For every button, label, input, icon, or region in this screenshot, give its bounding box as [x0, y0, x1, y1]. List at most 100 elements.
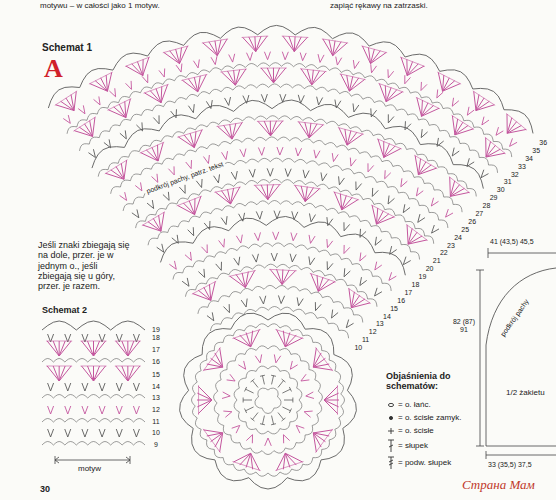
v-stitch	[446, 209, 453, 217]
chain-arc	[237, 246, 249, 251]
motif-bracket-line	[55, 456, 130, 464]
chain-arc	[145, 214, 155, 221]
chain-arc	[363, 270, 373, 277]
v-stitch	[240, 149, 246, 157]
shell-top	[220, 69, 246, 72]
row-number: 31	[504, 178, 512, 186]
post-stitch	[245, 387, 247, 391]
shell-top	[105, 160, 128, 174]
chain-arc	[99, 442, 110, 446]
chain-arc	[99, 419, 110, 423]
chain-arc	[301, 268, 313, 273]
chain-arc	[300, 289, 312, 294]
chain-arc	[65, 419, 76, 423]
shell-stitch	[421, 108, 439, 116]
shell-top	[449, 177, 470, 194]
shell-stitch	[190, 133, 194, 147]
v-stitch	[401, 178, 407, 186]
shell-stitch	[312, 71, 320, 85]
chain-arc	[315, 206, 326, 211]
chain-arc	[363, 198, 374, 204]
shell-stitch	[161, 212, 164, 231]
chain-arc	[158, 232, 168, 239]
v-stitch	[249, 169, 255, 177]
v-stitch	[344, 222, 350, 231]
chain-arc	[253, 265, 265, 269]
v-stitch	[327, 217, 333, 226]
chain-arc	[220, 370, 227, 380]
shell-stitch	[384, 149, 401, 158]
row-number: 25	[461, 226, 469, 234]
shell-stitch	[418, 168, 436, 174]
shell-stitch	[455, 129, 473, 135]
chain-arc	[313, 271, 325, 276]
shell-top	[322, 39, 348, 43]
chain-arc	[207, 440, 215, 450]
chain-arc	[301, 139, 313, 143]
chain-arc	[292, 85, 304, 89]
chain-arc	[108, 163, 118, 170]
shell-top	[315, 347, 332, 371]
chain-arc	[284, 244, 296, 248]
row-number: 19	[419, 273, 427, 281]
v-stitch	[120, 192, 127, 200]
shell-stitch	[106, 75, 107, 91]
shell-stitch	[124, 160, 127, 179]
shell-top	[348, 288, 371, 304]
row-number: 29	[490, 194, 498, 202]
row-number: 36	[539, 139, 547, 147]
shell-stitch	[450, 192, 469, 196]
shell-stitch	[285, 453, 290, 467]
post-stitch	[251, 418, 255, 421]
chain-arc	[266, 137, 278, 141]
chain-arc	[467, 189, 476, 197]
chain-arc	[113, 53, 148, 70]
v-stitch	[234, 257, 240, 265]
legend-entry: = o. ścisłe zamyk.	[398, 413, 461, 422]
shell-top	[257, 120, 284, 121]
chain-arc	[318, 391, 322, 403]
shell-stitch	[240, 453, 251, 465]
shell-stitch	[243, 37, 256, 51]
chain-arc	[200, 212, 211, 217]
shell-stitch	[116, 341, 128, 356]
shell-stitch	[342, 200, 358, 210]
chain-arc	[244, 469, 256, 474]
legend-entry: = o. ścisłe	[398, 426, 434, 435]
shell-stitch	[313, 353, 321, 367]
chain-arc	[281, 180, 293, 184]
row-number: 10	[354, 344, 362, 352]
chain-arc	[246, 371, 256, 379]
shell-stitch	[317, 275, 318, 291]
chain-arc	[221, 87, 233, 91]
shell-stitch	[127, 341, 128, 356]
post-stitch	[284, 400, 293, 401]
shell-stitch	[230, 124, 232, 139]
shell-stitch	[415, 156, 418, 175]
chain-arc	[111, 321, 145, 330]
shell-top	[406, 224, 428, 240]
chain-arc	[327, 121, 339, 126]
shell-stitch	[341, 74, 350, 91]
chain-arc	[193, 406, 198, 418]
chain-arc	[211, 187, 223, 192]
v-stitch	[296, 148, 302, 156]
v-stitch	[254, 232, 260, 240]
shell-top	[192, 281, 216, 294]
shell-stitch	[507, 129, 526, 133]
chain-arc	[278, 137, 290, 141]
chain-arc	[173, 154, 184, 160]
motif-label: motyw	[78, 464, 101, 473]
chain-arc	[141, 168, 152, 174]
chain-arc	[268, 429, 280, 434]
treble-crochet-symbol	[388, 457, 394, 469]
chain-arc	[160, 242, 193, 262]
chain-arc	[322, 351, 330, 361]
chain-arc	[360, 220, 371, 226]
shell-stitch	[47, 341, 59, 356]
shell-stitch	[94, 341, 100, 356]
post-stitch	[252, 413, 258, 420]
chain-arc	[53, 359, 64, 363]
chain-arc	[222, 184, 234, 189]
v-stitch	[171, 109, 177, 118]
